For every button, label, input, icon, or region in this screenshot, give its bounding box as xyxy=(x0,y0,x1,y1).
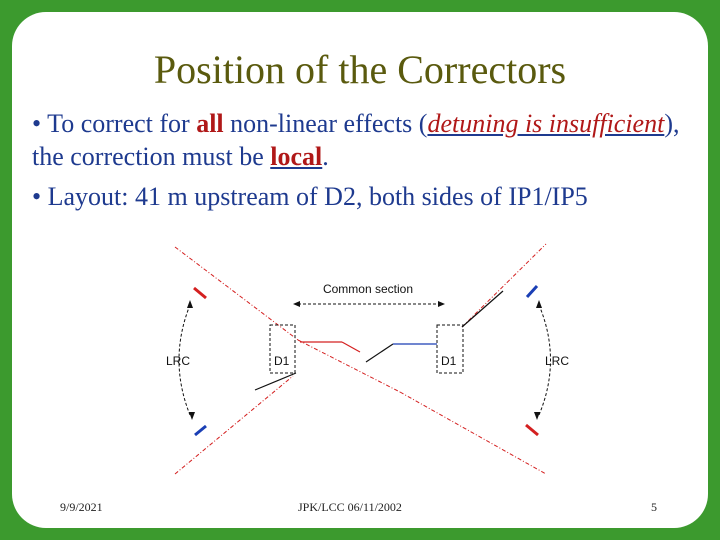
d1-right-box xyxy=(436,324,464,374)
bullet-2-text: Layout: 41 m upstream of D2, both sides … xyxy=(47,182,588,211)
lrc-left-arrow-top xyxy=(187,300,193,308)
corrector-right-bottom-red xyxy=(525,423,539,437)
beam-solid-red-diag xyxy=(341,341,361,353)
beam-right-upper xyxy=(461,243,547,328)
bullet-1-text-d: . xyxy=(322,141,329,171)
footer-page-number: 5 xyxy=(651,500,657,514)
lrc-right-arrow-top xyxy=(536,300,542,308)
label-lrc-left: LRC xyxy=(166,354,190,368)
bullet-1-text-a: To correct for xyxy=(47,109,197,138)
beam-left-lower xyxy=(174,375,294,475)
corrector-layout-diagram: Common section LRC D1 D1 LRC xyxy=(166,243,569,475)
bullet-marker: • xyxy=(32,109,48,138)
arrow-right-head xyxy=(438,301,445,307)
bullet-2: • Layout: 41 m upstream of D2, both side… xyxy=(32,181,692,214)
slide-body: • To correct for all non-linear effects … xyxy=(32,108,692,214)
detuning-text: detuning is insufficient xyxy=(427,109,665,138)
label-d1-left: D1 xyxy=(274,354,290,368)
corrector-left-top-red xyxy=(193,286,207,300)
emphasis-detuning: detuning is insufficient xyxy=(427,109,664,138)
beam-cross-left-red xyxy=(297,339,401,393)
label-d1-right: D1 xyxy=(441,354,457,368)
beam-cross-right-red xyxy=(399,391,547,475)
beam-left-upper xyxy=(174,246,299,341)
arrow-left-head xyxy=(293,301,300,307)
emphasis-all: all xyxy=(196,109,224,138)
lrc-left-arrow xyxy=(178,304,191,416)
corrector-right-top-blue xyxy=(525,284,539,299)
emphasis-local: local xyxy=(270,142,322,171)
label-common-section: Common section xyxy=(323,282,413,296)
bullet-1-text-b: non-linear effects ( xyxy=(223,109,428,138)
beam-solid-black-right xyxy=(461,290,504,328)
lrc-right-arrow-bottom xyxy=(534,412,540,420)
lrc-left-arrow-bottom xyxy=(189,412,195,420)
footer-date: 9/9/2021 xyxy=(60,500,103,514)
slide-title: Position of the Correctors xyxy=(153,47,567,92)
label-lrc-right: LRC xyxy=(545,354,569,368)
lrc-right-arrow xyxy=(538,304,551,416)
bullet-1-text-c: ), the correction must be xyxy=(32,109,680,171)
bullet-marker: • xyxy=(32,182,48,211)
d1-left-box xyxy=(269,324,296,374)
footer-center: JPK/LCC 06/11/2002 xyxy=(298,500,402,514)
slide: Position of the Correctors • To correct … xyxy=(12,12,708,528)
corrector-left-bottom-blue xyxy=(194,424,207,437)
beam-solid-black-left xyxy=(254,372,297,391)
local-text: local xyxy=(270,141,323,171)
bullet-1: • To correct for all non-linear effects … xyxy=(32,108,692,173)
beam-solid-black-center xyxy=(365,343,394,363)
